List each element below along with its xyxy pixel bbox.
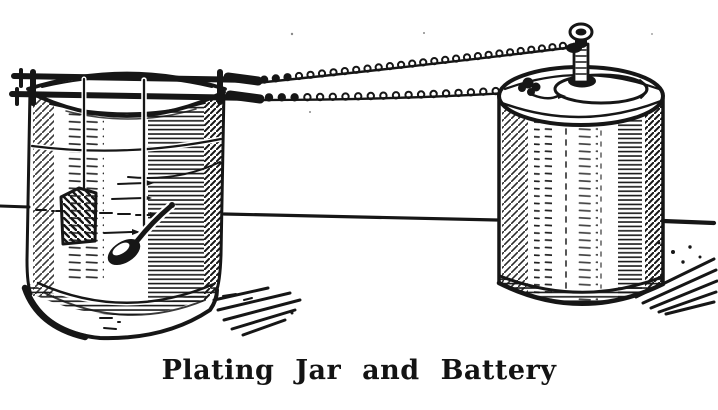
battery-cylinder [496, 65, 666, 306]
plating-jar [9, 68, 302, 341]
table-line [0, 204, 717, 226]
edge-terminal [518, 77, 566, 100]
scan-speckles [290, 32, 653, 113]
figure-caption: Plating Jar and Battery [161, 355, 557, 386]
center-terminal-post [566, 22, 596, 88]
carbon-electrode-ring [553, 73, 649, 105]
anode-plate [59, 76, 98, 246]
battery [496, 22, 718, 316]
upper-wire [254, 41, 577, 85]
jar-shadow [212, 286, 302, 337]
liquid-surface [29, 136, 224, 179]
spoon [107, 77, 176, 266]
battery-shading [500, 102, 663, 303]
lower-wire [258, 85, 526, 102]
jar-glass-shading [28, 92, 224, 316]
battery-shadow [634, 241, 718, 316]
electrode-rods [9, 68, 265, 106]
